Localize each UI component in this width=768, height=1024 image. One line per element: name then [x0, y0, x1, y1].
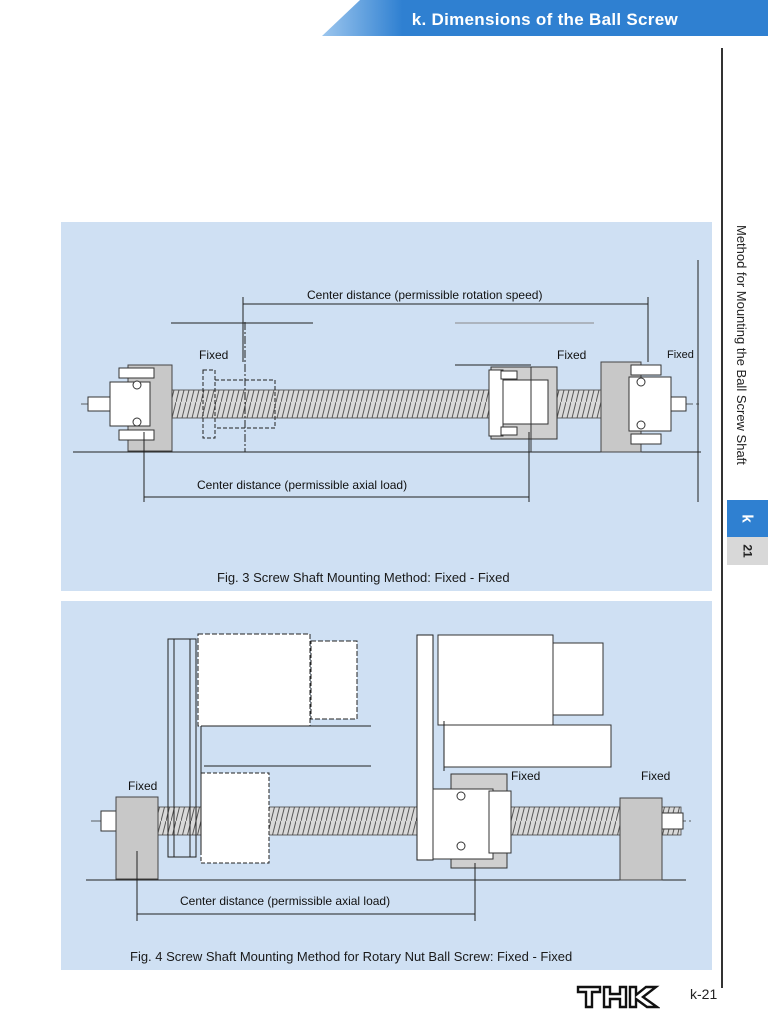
side-tab-letter[interactable]: k — [727, 500, 768, 537]
side-tab-title: Method for Mounting the Ball Screw Shaft — [734, 225, 749, 465]
fig3-label-fixed-right: Fixed — [667, 349, 694, 361]
fig4-label-fixed-mid: Fixed — [511, 769, 541, 783]
section-title: k. Dimensions of the Ball Screw — [411, 10, 678, 29]
fig3-label-fixed-left: Fixed — [199, 348, 229, 362]
banner-shape — [322, 0, 768, 36]
side-divider — [721, 48, 723, 988]
figure4-panel: Fixed Fixed Fixed Center distance (permi… — [61, 601, 712, 970]
fig3-caption: Fig. 3 Screw Shaft Mounting Method: Fixe… — [217, 570, 510, 585]
figure3-panel: Center distance (permissible rotation sp… — [61, 222, 712, 591]
fig4-dim-axial: Center distance (permissible axial load) — [180, 894, 391, 908]
header-banner: k. Dimensions of the Ball Screw — [0, 0, 768, 36]
fig4-caption: Fig. 4 Screw Shaft Mounting Method for R… — [130, 949, 573, 964]
fig4-label-fixed-right: Fixed — [641, 769, 671, 783]
fig3-label-fixed-mid: Fixed — [557, 348, 587, 362]
figure3-drawing — [73, 260, 701, 502]
side-tab-number: 21 — [727, 537, 768, 565]
page-number: k-21 — [690, 986, 718, 1002]
side-tab-number-text: 21 — [740, 544, 755, 558]
thk-logo — [576, 983, 661, 1009]
fig3-dim-rotation: Center distance (permissible rotation sp… — [307, 288, 543, 302]
side-tab-letter-text: k — [739, 514, 756, 523]
fig4-label-fixed-left: Fixed — [128, 779, 158, 793]
figure4-drawing — [86, 633, 691, 921]
fig3-dim-axial: Center distance (permissible axial load) — [197, 478, 408, 492]
